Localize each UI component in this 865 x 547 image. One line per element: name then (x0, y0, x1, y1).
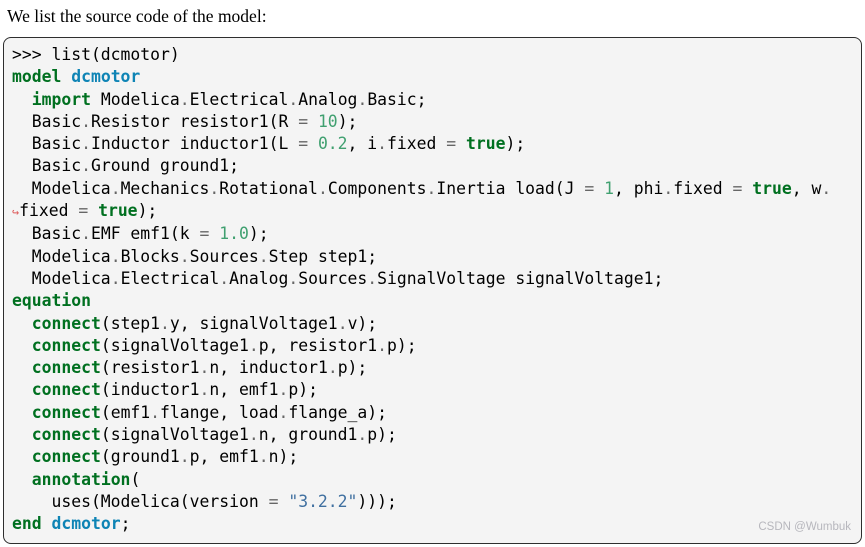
code-line: annotation( (31, 469, 141, 489)
code-line: end dcmotor; (12, 514, 131, 534)
code-line: connect(ground1.p, emf1.n); (31, 447, 299, 467)
code-line: Basic.EMF emf1(k = 1.0); (12, 224, 269, 244)
code-line: uses(Modelica(version = "3.2.2"))); (12, 491, 397, 511)
code-line: connect(signalVoltage1.p, resistor1.p); (31, 335, 417, 355)
code-line: Basic.Inductor inductor1(L = 0.2, i.fixe… (12, 134, 526, 154)
code-line: connect(signalVoltage1.n, ground1.p); (31, 425, 397, 445)
code-line: equation (12, 291, 91, 311)
watermark: CSDN @Wumbuk (758, 521, 851, 533)
code-line: connect(inductor1.n, emf1.p); (31, 380, 318, 400)
code-line: >>> list(dcmotor) (12, 45, 180, 64)
code-line: Modelica.Blocks.Sources.Step step1; (12, 246, 378, 266)
code-line: import Modelica.Electrical.Analog.Basic; (31, 89, 427, 109)
code-line: Modelica.Mechanics.Rotational.Components… (12, 178, 832, 198)
code-line: connect(resistor1.n, inductor1.p); (31, 358, 368, 378)
code-line: Modelica.Electrical.Analog.Sources.Signa… (12, 268, 664, 288)
intro-text: We list the source code of the model: (7, 6, 267, 26)
code-line: model dcmotor (12, 67, 141, 87)
code-line: Basic.Ground ground1; (12, 156, 239, 176)
code-line: Basic.Resistor resistor1(R = 10); (12, 111, 358, 131)
code-block: >>> list(dcmotor) model dcmotor import Mo… (3, 37, 862, 544)
code-line: connect(step1.y, signalVoltage1.v); (31, 313, 378, 333)
code-line: connect(emf1.flange, load.flange_a); (31, 402, 388, 422)
code-line: ↪fixed = true); (12, 201, 158, 221)
